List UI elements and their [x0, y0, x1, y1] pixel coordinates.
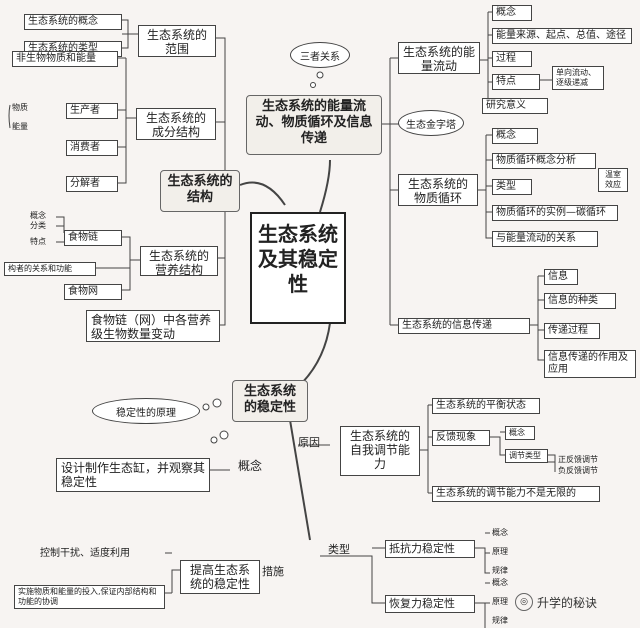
- energy-significance: 研究意义: [482, 98, 548, 114]
- food-web-item: 食物网: [64, 284, 122, 300]
- feedback-item: 反馈现象: [432, 430, 490, 446]
- watermark: ◎ 升学的秘诀: [515, 593, 597, 611]
- improve-control: 控制干扰、适度利用: [40, 548, 130, 559]
- info-role: 信息传递的作用及应用: [544, 350, 636, 378]
- producer-item: 生产者: [66, 103, 118, 119]
- trophic-node: 生态系统的营养结构: [140, 246, 218, 277]
- matter-carbon: 物质循环的实例—碳循环: [492, 205, 618, 221]
- wechat-icon: ◎: [515, 593, 533, 611]
- info-transfer-node: 生态系统的信息传递: [398, 318, 530, 334]
- negative-feedback: 负反馈调节: [558, 466, 598, 475]
- stability-node: 生态系统的稳定性: [232, 380, 308, 422]
- matter-label: 物质: [12, 103, 28, 112]
- matter-energy-relation: 与能量流动的关系: [492, 231, 598, 247]
- feedback-type: 调节类型: [505, 449, 548, 463]
- resilience-concept: 概念: [492, 578, 508, 587]
- cause-label: 原因: [298, 436, 320, 449]
- chain-concept: 概念: [30, 211, 46, 220]
- energy-flow-node: 生态系统的能量流动: [398, 42, 480, 74]
- scope-node: 生态系统的范围: [138, 25, 216, 57]
- info-info: 信息: [544, 269, 578, 285]
- resilience-principle: 原理: [492, 597, 508, 606]
- energy-feature-detail: 单向流动、逐级递减: [552, 66, 604, 90]
- types-label: 类型: [328, 543, 350, 556]
- resistance-concept: 概念: [492, 528, 508, 537]
- energy-feature: 特点: [492, 74, 540, 90]
- structure-node: 生态系统的结构: [160, 170, 240, 212]
- chain-classify: 分类: [30, 221, 46, 230]
- limited-regulation: 生态系统的调节能力不是无限的: [432, 486, 600, 502]
- energy-concept: 概念: [492, 5, 532, 21]
- decomposer-item: 分解者: [66, 176, 118, 192]
- bubble-three-relations: 三者关系: [290, 42, 350, 68]
- consumer-item: 消费者: [66, 140, 118, 156]
- function-node: 生态系统的能量流动、物质循环及信息传递: [246, 95, 382, 155]
- chain-relation: 构者的关系和功能: [4, 262, 96, 276]
- chain-feature: 特点: [30, 237, 46, 246]
- info-process: 传递过程: [544, 323, 600, 339]
- feedback-concept: 概念: [505, 426, 535, 440]
- energy-label: 能量: [12, 122, 28, 131]
- components-node: 生态系统的成分结构: [136, 108, 216, 140]
- resistance-rule: 规律: [492, 566, 508, 575]
- resilience-node: 恢复力稳定性: [385, 595, 475, 613]
- matter-analysis: 物质循环概念分析: [492, 153, 596, 169]
- watermark-text: 升学的秘诀: [537, 595, 598, 610]
- self-regulation-node: 生态系统的自我调节能力: [340, 426, 420, 476]
- concept-label: 概念: [238, 459, 263, 473]
- matter-concept: 概念: [492, 128, 538, 144]
- experiment-node: 设计制作生态缸，并观察其稳定性: [56, 458, 210, 492]
- energy-source: 能量来源、起点、总值、途径: [492, 28, 632, 44]
- measures-label: 措施: [262, 565, 284, 578]
- matter-cycle-node: 生态系统的物质循环: [398, 174, 478, 206]
- info-kinds: 信息的种类: [544, 293, 616, 309]
- center-topic: 生态系统及其稳定性: [250, 212, 346, 324]
- foodweb-change-node: 食物链（网）中各营养级生物数量变动: [86, 310, 220, 342]
- resistance-principle: 原理: [492, 547, 508, 556]
- bubble-pyramid: 生态金字塔: [398, 110, 464, 136]
- scope-concept: 生态系统的概念: [24, 14, 122, 30]
- greenhouse-item: 温室效应: [598, 168, 628, 192]
- abiotic-item: 非生物物质和能量: [12, 51, 118, 67]
- resistance-node: 抵抗力稳定性: [385, 540, 475, 558]
- energy-process: 过程: [492, 51, 532, 67]
- improve-node: 提高生态系统的稳定性: [180, 560, 260, 594]
- food-chain-item: 食物链: [64, 230, 122, 246]
- resilience-rule: 规律: [492, 616, 508, 625]
- positive-feedback: 正反馈调节: [558, 455, 598, 464]
- improve-input: 实施物质和能量的投入,保证内部结构和功能的协调: [14, 585, 165, 609]
- balance-state: 生态系统的平衡状态: [432, 398, 540, 414]
- matter-type: 类型: [492, 179, 532, 195]
- bubble-principle: 稳定性的原理: [92, 398, 200, 424]
